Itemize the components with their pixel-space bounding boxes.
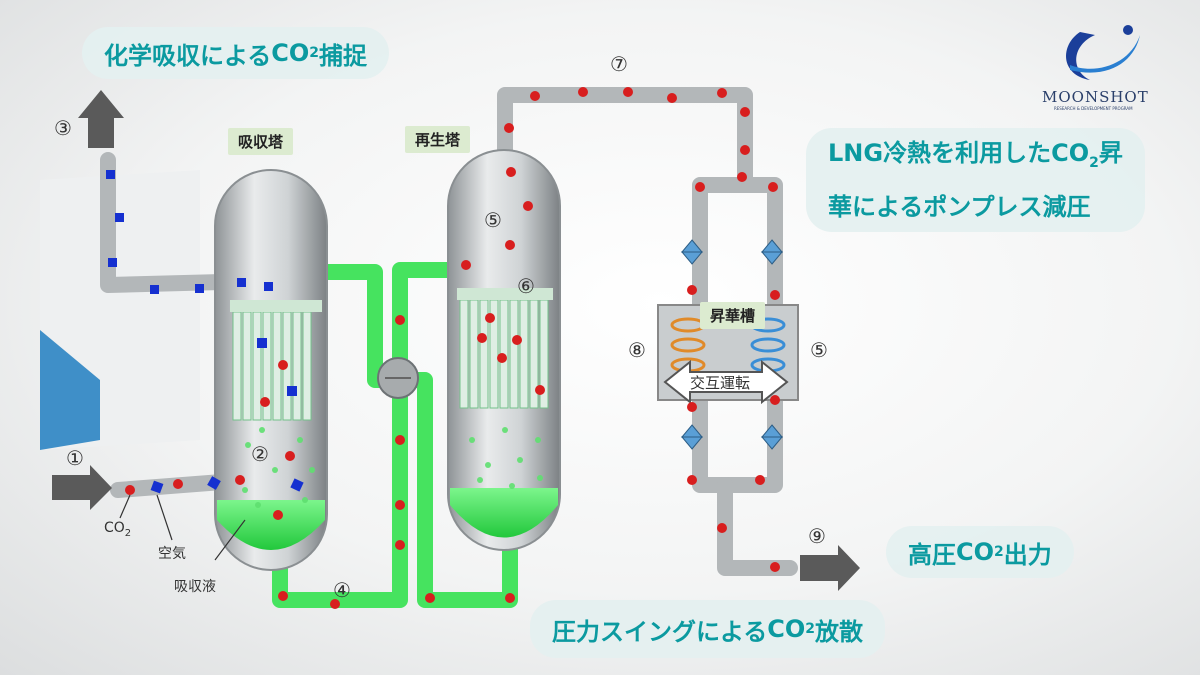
sublimation-line1-sub: 2 (1089, 154, 1099, 171)
capture-title-text: 化学吸収による (104, 41, 272, 70)
step-number-7: ⑦ (610, 52, 628, 76)
step-number-1: ① (66, 446, 84, 470)
co2-label-text: CO (104, 520, 125, 536)
capture-title-post: 捕捉 (319, 41, 368, 70)
step-number-2: ② (251, 442, 269, 466)
sublimation-line1-post: 昇 (1098, 139, 1123, 168)
co2-label-sub: 2 (124, 527, 132, 539)
absorbent-label: 吸収液 (174, 579, 216, 595)
absorber-tag: 吸収塔 (228, 128, 294, 155)
alternating-label: 交互運転 (690, 374, 751, 392)
regenerator-vessel (447, 149, 561, 551)
absorber-vessel (214, 169, 328, 571)
step-number-5-regenerator: ⑤ (484, 208, 502, 232)
release-title-text: 圧力スイングによる (552, 617, 768, 646)
output-title-post: 出力 (1003, 540, 1052, 569)
sublimation-line1-co: CO (1051, 139, 1090, 168)
output-title-co: CO (956, 538, 995, 566)
flow-arrows (52, 90, 860, 591)
step-number-8: ⑧ (628, 338, 646, 362)
regenerator-tag: 再生塔 (405, 126, 471, 153)
output-title-text: 高圧 (908, 540, 956, 569)
green-bubbles (242, 427, 543, 508)
capture-title-sub: 2 (309, 45, 320, 61)
alternating-arrow (663, 359, 789, 405)
output-title-sub: 2 (994, 544, 1004, 560)
blue-surface (40, 330, 100, 450)
step-number-3: ③ (54, 116, 72, 140)
co2-label: CO2 (104, 520, 131, 539)
pointer-lines (119, 494, 246, 561)
sublimation-title-line1: LNG冷熱を利用したCO2昇 (828, 131, 1123, 185)
step-number-4: ④ (333, 578, 351, 602)
step-number-5-tank: ⑤ (810, 338, 828, 362)
sublimation-title: LNG冷熱を利用したCO2昇 華によるポンプレス減圧 (806, 128, 1145, 232)
exhaust-arrow (78, 90, 124, 148)
output-arrow (800, 545, 860, 591)
sublimation-tank-tag: 昇華槽 (700, 302, 766, 329)
moonshot-logo-mark (1066, 25, 1140, 80)
air-label: 空気 (158, 546, 186, 562)
release-title-sub: 2 (805, 621, 816, 637)
moonshot-logo-text: MOONSHOT (1042, 88, 1149, 106)
sublimation-title-line2: 華によるポンプレス減圧 (828, 192, 1091, 221)
release-title-co: CO (767, 615, 806, 643)
valves (680, 239, 784, 450)
moonshot-logo-subtext: RESEARCH & DEVELOPMENT PROGRAM (1054, 106, 1133, 111)
inlet-arrow (52, 465, 112, 510)
air-particles (106, 170, 304, 494)
co2-particles (125, 87, 780, 609)
moonshot-logo: MOONSHOT RESEARCH & DEVELOPMENT PROGRAM (1040, 20, 1170, 115)
capture-title-co: CO (271, 39, 310, 67)
release-title-post: 放散 (815, 617, 864, 646)
step-number-6: ⑥ (517, 274, 535, 298)
step-number-9: ⑨ (808, 524, 826, 548)
sublimation-line1-pre: LNG冷熱を利用した (828, 139, 1052, 168)
